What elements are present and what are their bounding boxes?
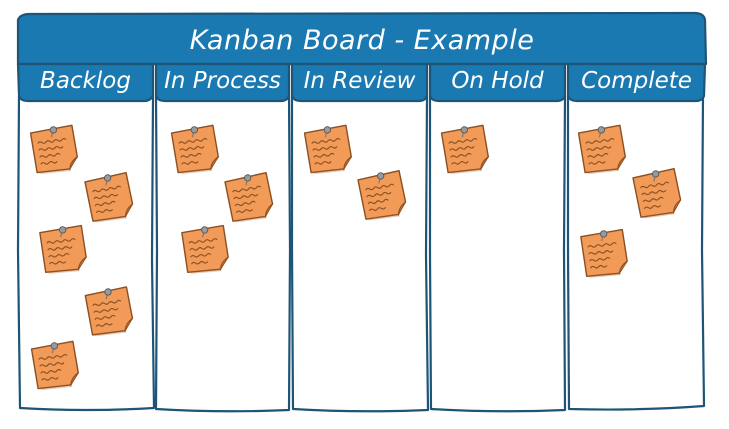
- pushpin-icon: [244, 174, 252, 186]
- pushpin-icon: [377, 172, 385, 184]
- sticky-note-icon[interactable]: [220, 168, 278, 226]
- pushpin-icon: [323, 126, 331, 138]
- pushpin-icon: [652, 170, 660, 182]
- pushpin-icon: [201, 226, 209, 238]
- board-title: Kanban Board - Example: [189, 24, 535, 56]
- sticky-note-icon[interactable]: [167, 121, 223, 177]
- title-banner: [16, 11, 708, 66]
- pushpin-icon: [460, 126, 468, 138]
- pushpin-icon: [104, 288, 112, 300]
- column-tab-on-hold: [428, 62, 567, 103]
- column-header-on-hold: On Hold: [451, 68, 544, 94]
- sticky-note-icon[interactable]: [35, 221, 91, 277]
- sticky-note-icon[interactable]: [80, 282, 137, 339]
- sticky-note-icon[interactable]: [437, 121, 493, 177]
- sticky-note-icon[interactable]: [576, 225, 632, 281]
- pushpin-icon: [59, 226, 67, 238]
- pushpin-icon: [50, 342, 58, 354]
- sticky-note-icon[interactable]: [353, 166, 411, 224]
- column-body-on-hold: [428, 94, 567, 413]
- sticky-note-icon[interactable]: [26, 121, 82, 177]
- column-tab-complete: [566, 62, 707, 103]
- pushpin-icon: [104, 174, 112, 186]
- column-tab-in-process: [154, 62, 291, 103]
- pushpin-icon: [597, 126, 605, 138]
- column-header-backlog: Backlog: [40, 68, 131, 94]
- sticky-note-icon[interactable]: [177, 221, 233, 277]
- column-header-in-process: In Process: [164, 68, 281, 94]
- pushpin-icon: [49, 126, 57, 138]
- column-header-complete: Complete: [581, 68, 692, 94]
- sticky-note-icon[interactable]: [574, 121, 630, 177]
- column-tab-backlog: [16, 62, 155, 103]
- column-header-in-review: In Review: [303, 68, 416, 94]
- pushpin-icon: [600, 230, 608, 242]
- sticky-note-icon[interactable]: [27, 337, 83, 393]
- sticky-note-icon[interactable]: [628, 164, 686, 222]
- column-tab-in-review: [290, 62, 429, 103]
- sticky-note-icon[interactable]: [80, 168, 138, 226]
- sticky-note-icon[interactable]: [300, 121, 356, 177]
- pushpin-icon: [190, 126, 198, 138]
